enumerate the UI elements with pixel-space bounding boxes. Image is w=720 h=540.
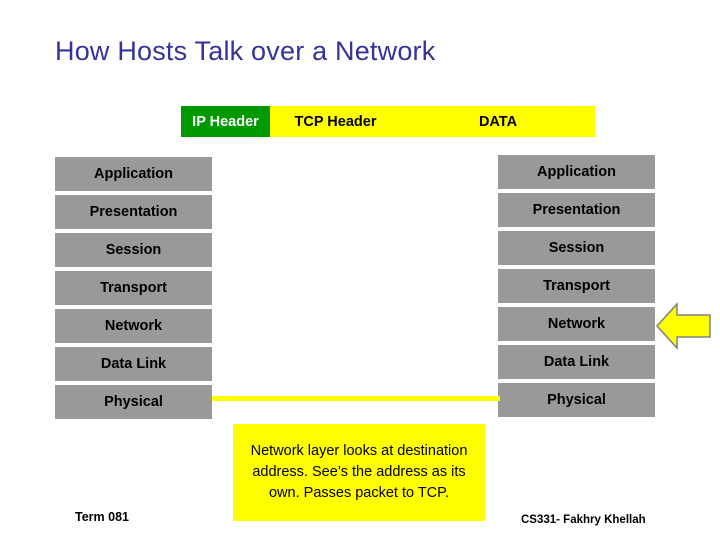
left-layer-data-link: Data Link xyxy=(55,347,212,381)
right-layer-session: Session xyxy=(498,231,655,265)
footer-term: Term 081 xyxy=(75,510,129,524)
right-layer-presentation: Presentation xyxy=(498,193,655,227)
packet-segment-tcp-header: TCP Header xyxy=(270,106,401,137)
explanation-note: Network layer looks at destination addre… xyxy=(233,424,485,521)
right-layer-application: Application xyxy=(498,155,655,189)
right-layer-transport: Transport xyxy=(498,269,655,303)
packet-bar: IP Header TCP Header DATA xyxy=(181,106,595,137)
right-protocol-stack: Application Presentation Session Transpo… xyxy=(498,155,655,421)
left-pointing-arrow-icon xyxy=(655,300,712,353)
left-protocol-stack: Application Presentation Session Transpo… xyxy=(55,157,212,423)
left-layer-session: Session xyxy=(55,233,212,267)
packet-segment-ip-header: IP Header xyxy=(181,106,270,137)
left-layer-transport: Transport xyxy=(55,271,212,305)
right-layer-physical: Physical xyxy=(498,383,655,417)
left-layer-network: Network xyxy=(55,309,212,343)
packet-segment-data: DATA xyxy=(401,106,595,137)
page-title: How Hosts Talk over a Network xyxy=(55,36,436,66)
left-layer-physical: Physical xyxy=(55,385,212,419)
footer-course: CS331- Fakhry Khellah xyxy=(521,514,646,526)
explanation-note-text: Network layer looks at destination addre… xyxy=(250,443,468,501)
left-layer-presentation: Presentation xyxy=(55,195,212,229)
physical-link-line xyxy=(212,396,500,401)
right-layer-data-link: Data Link xyxy=(498,345,655,379)
right-layer-network: Network xyxy=(498,307,655,341)
left-layer-application: Application xyxy=(55,157,212,191)
